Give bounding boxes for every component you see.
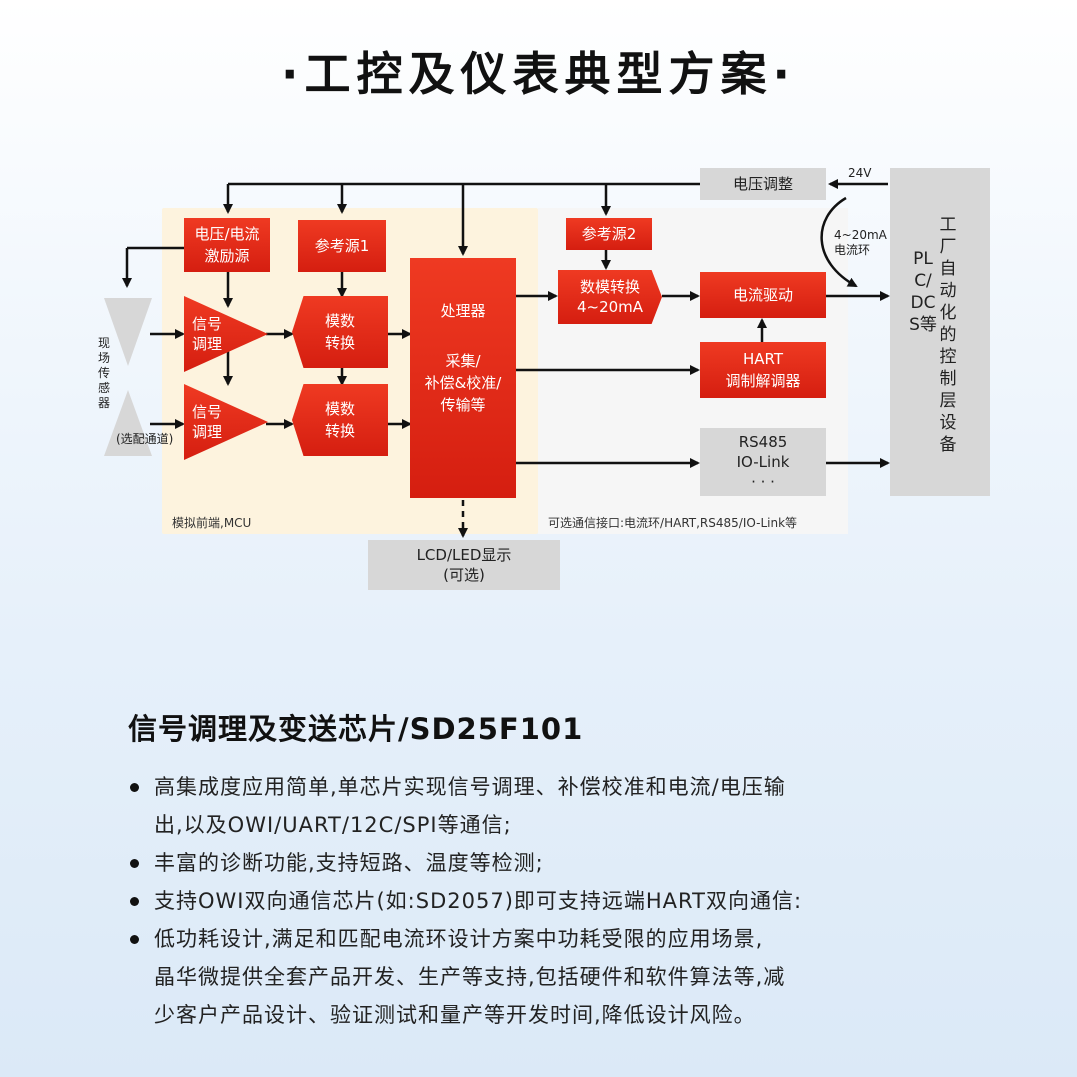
bullet-item: 晶华微提供全套产品开发、生产等支持,包括硬件和软件算法等,减 <box>154 965 786 989</box>
bullet-item: 高集成度应用简单,单芯片实现信号调理、补偿校准和电流/电压输 <box>128 768 968 806</box>
frontend-label: 模拟前端,MCU <box>172 516 252 530</box>
current-loop-label: 4~20mA 电流环 <box>834 228 887 257</box>
bullet-list: 高集成度应用简单,单芯片实现信号调理、补偿校准和电流/电压输 出,以及OWI/U… <box>128 768 968 1034</box>
plc-label: 工厂自动化的控制层设备 <box>939 215 957 455</box>
rs485-iolink: RS485 IO-Link · · · <box>700 428 826 496</box>
adc-1: 模数 转换 <box>292 296 388 368</box>
voltage-adjust: 电压调整 <box>700 168 826 200</box>
hart-modem: HART 调制解调器 <box>700 342 826 398</box>
plc-dcs-block <box>890 168 990 496</box>
current-drive: 电流驱动 <box>700 272 826 318</box>
excitation-source: 电压/电流 激励源 <box>184 218 270 272</box>
plc-dcs-label: PLC/DCS等 <box>909 249 937 335</box>
processor-body: 采集/ 补偿&校准/ 传输等 <box>424 352 502 414</box>
processor: 处理器 采集/ 补偿&校准/ 传输等 <box>410 258 516 498</box>
bullet-item: 低功耗设计,满足和匹配电流环设计方案中功耗受限的应用场景, <box>128 920 968 958</box>
comm-label: 可选通信接口:电流环/HART,RS485/IO-Link等 <box>548 516 798 530</box>
page-title: ·工控及仪表典型方案· <box>281 47 796 101</box>
lcd-display: LCD/LED显示 (可选) <box>368 540 560 590</box>
bullet-item: 支持OWI双向通信芯片(如:SD2057)即可支持远端HART双向通信: <box>128 882 968 920</box>
reference-source-1: 参考源1 <box>298 220 386 272</box>
bullet-item: 少客户产品设计、验证测试和量产等开发时间,降低设计风险。 <box>154 1003 756 1027</box>
adc-2: 模数 转换 <box>292 384 388 456</box>
processor-title: 处理器 <box>440 302 486 320</box>
bullet-item: 出,以及OWI/UART/12C/SPI等通信; <box>154 813 512 837</box>
reference-source-2: 参考源2 <box>566 218 652 250</box>
dac: 数模转换 4~20mA <box>558 270 662 324</box>
label-24v: 24V <box>848 166 872 180</box>
section-title: 信号调理及变送芯片/SD25F101 <box>128 712 584 746</box>
sensor-label: 现场传感器 <box>97 336 110 410</box>
channel-note: (选配通道) <box>116 432 174 446</box>
bullet-item: 丰富的诊断功能,支持短路、温度等检测; <box>128 844 968 882</box>
